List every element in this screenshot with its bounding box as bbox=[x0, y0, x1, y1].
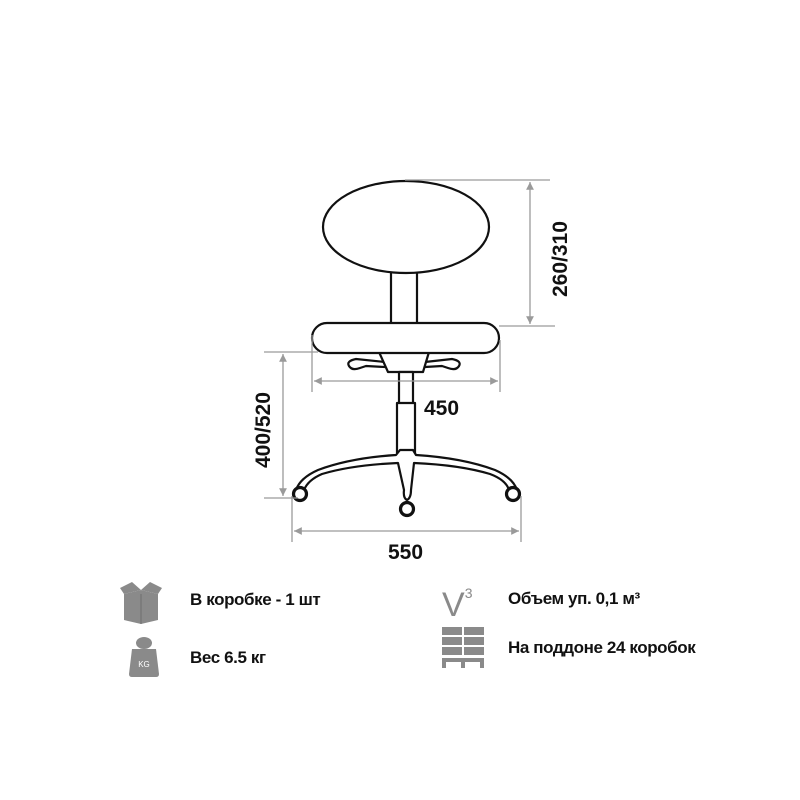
left-lever bbox=[347, 357, 386, 371]
gas-cylinder-upper bbox=[397, 370, 415, 406]
volume-icon-sup: 3 bbox=[464, 585, 473, 601]
weight-text: Вес 6.5 кг bbox=[190, 648, 266, 667]
right-lever bbox=[424, 357, 461, 371]
svg-text:KG: KG bbox=[138, 660, 150, 669]
volume-text: Объем уп. 0,1 м³ bbox=[508, 589, 640, 608]
seat-mechanism bbox=[377, 350, 431, 374]
base-star bbox=[294, 448, 519, 502]
backrest-post bbox=[389, 266, 419, 327]
box-icon bbox=[120, 582, 162, 624]
backrest-height-label: 260/310 bbox=[549, 221, 572, 297]
pallet-text: На поддоне 24 коробок bbox=[508, 638, 696, 657]
chair-outline bbox=[291, 179, 522, 518]
backrest bbox=[321, 179, 491, 275]
seat-height-label: 400/520 bbox=[252, 392, 275, 468]
caster-left bbox=[291, 485, 309, 503]
gas-cylinder-lower bbox=[395, 401, 417, 455]
caster-center bbox=[398, 500, 416, 518]
dimension-lines bbox=[264, 179, 555, 542]
weight-icon: KG bbox=[129, 637, 159, 677]
box-quantity-text: В коробке - 1 шт bbox=[190, 590, 321, 609]
seat bbox=[310, 321, 501, 355]
volume-icon: V3 bbox=[442, 585, 472, 625]
base-width-label: 550 bbox=[388, 541, 423, 564]
caster-right bbox=[504, 485, 522, 503]
pallet-icon bbox=[442, 627, 484, 668]
seat-width-label: 450 bbox=[424, 397, 459, 420]
volume-icon-v: V bbox=[442, 586, 465, 624]
